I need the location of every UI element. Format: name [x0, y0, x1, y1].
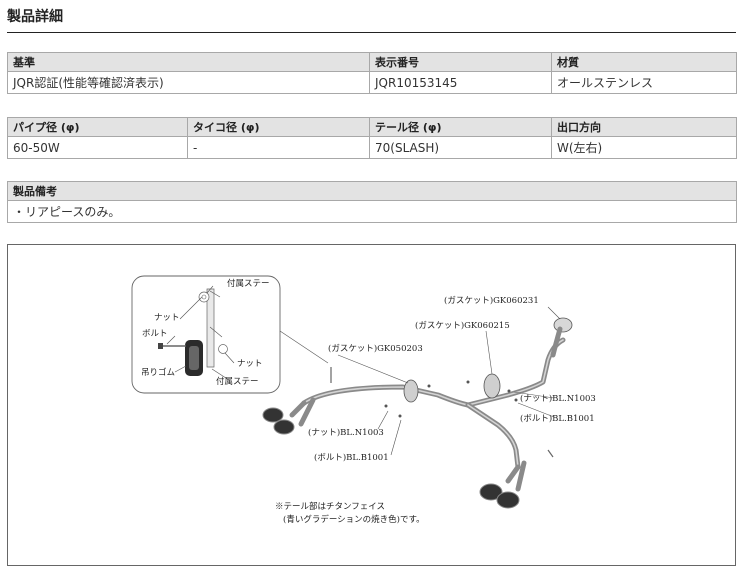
gasket-gk060231-shape: [553, 317, 573, 333]
note-line-2: (青いグラデーションの焼き色)です。: [283, 514, 425, 525]
exhaust-diagram-drawing: 付属ステー ナット ボルト ナット 吊りゴム 付属ステー: [131, 275, 596, 525]
inset-label-stay-top: 付属ステー: [227, 278, 270, 289]
header-standard: 基準: [7, 52, 370, 72]
header-product-notes: 製品備考: [7, 181, 737, 201]
header-exit-direction: 出口方向: [551, 117, 737, 137]
spec-table-standard: 基準 表示番号 材質 JQR認証(性能等確認済表示) JQR10153145 オ…: [7, 52, 737, 94]
header-display-number: 表示番号: [369, 52, 552, 72]
inset-frame: [131, 275, 281, 394]
hanger-right: [547, 449, 554, 458]
table-row: JQR認証(性能等確認済表示) JQR10153145 オールステンレス: [7, 71, 737, 94]
inset-label-nut-bottom: ナット: [237, 359, 263, 369]
tail-tips-right: [479, 483, 520, 509]
note-line-1: ※テール部はチタンフェイス: [275, 501, 385, 512]
label-gasket-gk060231: (ガスケット)GK060231: [444, 295, 539, 306]
header-tail-diameter: テール径 (φ): [369, 117, 552, 137]
label-bolt-left: (ボルト)BL.B1001: [314, 452, 389, 463]
title-divider: [7, 32, 736, 33]
section-title: 製品詳細: [7, 9, 63, 25]
table-row: ・リアピースのみ。: [7, 200, 737, 223]
label-nut-right: (ナット)BL.N1003: [520, 393, 596, 404]
label-nut-left: (ナット)BL.N1003: [308, 427, 384, 438]
table-row: 60-50W - 70(SLASH) W(左右): [7, 136, 737, 159]
inset-label-bolt: ボルト: [142, 329, 168, 339]
header-muffler-diameter: タイコ径 (φ): [187, 117, 370, 137]
inset-pointer: [279, 330, 329, 364]
nut-top-shape: [198, 291, 210, 303]
cell-pipe-diameter: 60-50W: [7, 136, 188, 159]
exhaust-pipes: [289, 337, 566, 492]
stay-bracket-shape: [206, 288, 215, 368]
spec-table-dimensions: パイプ径 (φ) タイコ径 (φ) テール径 (φ) 出口方向 60-50W -…: [7, 117, 737, 159]
table-header-row: パイプ径 (φ) タイコ径 (φ) テール径 (φ) 出口方向: [7, 117, 737, 137]
gasket-gk050203-shape: [403, 379, 419, 403]
cell-exit-direction: W(左右): [551, 136, 737, 159]
spec-table-notes: 製品備考 ・リアピースのみ。: [7, 181, 737, 223]
cell-product-notes: ・リアピースのみ。: [7, 200, 737, 223]
cell-display-number: JQR10153145: [369, 71, 552, 94]
label-gasket-gk060215: (ガスケット)GK060215: [415, 320, 510, 331]
inset-label-nut-top: ナット: [154, 313, 180, 323]
cell-standard: JQR認証(性能等確認済表示): [7, 71, 370, 94]
exhaust-diagram: 付属ステー ナット ボルト ナット 吊りゴム 付属ステー: [7, 244, 736, 566]
label-gasket-gk050203: (ガスケット)GK050203: [328, 343, 423, 354]
header-pipe-diameter: パイプ径 (φ): [7, 117, 188, 137]
cell-material: オールステンレス: [551, 71, 737, 94]
nut-bottom-shape: [218, 344, 228, 354]
table-header-row: 製品備考: [7, 181, 737, 201]
header-material: 材質: [551, 52, 737, 72]
inset-label-stay-bottom: 付属ステー: [216, 376, 259, 387]
inset-label-rubber: 吊りゴム: [141, 367, 175, 378]
tail-tips-left: [262, 407, 295, 435]
cell-tail-diameter: 70(SLASH): [369, 136, 552, 159]
table-header-row: 基準 表示番号 材質: [7, 52, 737, 72]
cell-muffler-diameter: -: [187, 136, 370, 159]
gasket-gk060215-shape: [483, 373, 501, 399]
label-bolt-right: (ボルト)BL.B1001: [520, 413, 595, 424]
